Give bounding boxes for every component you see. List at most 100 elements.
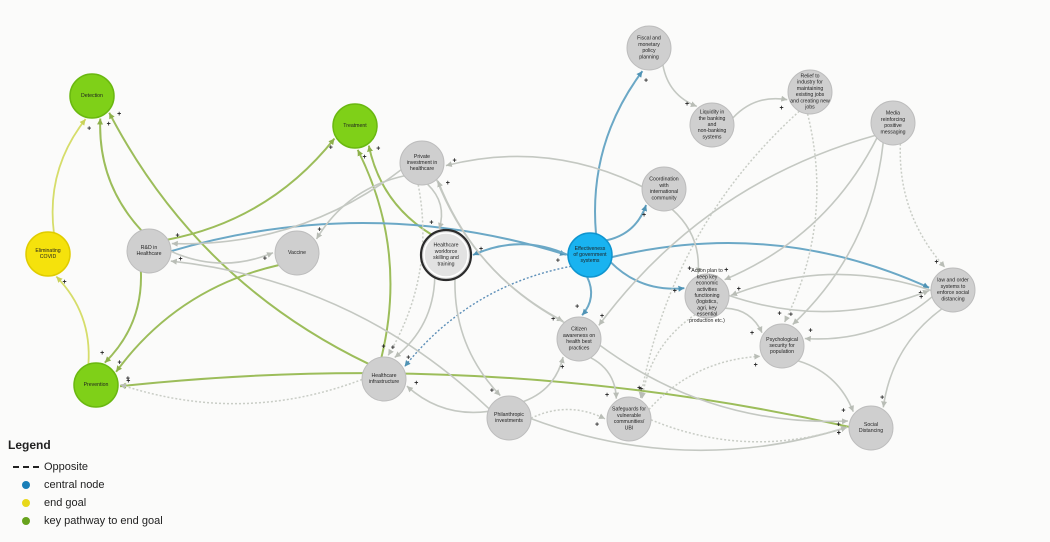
edge-sign-label: + [117, 359, 121, 366]
edge-sign-label: + [880, 394, 884, 401]
node-circle[interactable] [759, 323, 805, 369]
edge-citizen-to-private [437, 180, 565, 324]
node-circle[interactable] [399, 140, 445, 186]
node-detection[interactable]: Detection [69, 73, 115, 119]
node-circle[interactable] [25, 231, 71, 277]
edge-media-to-psych [792, 142, 884, 326]
node-circle[interactable] [486, 395, 532, 441]
edge-eliminating-to-detection [51, 118, 87, 233]
node-vaccine[interactable]: Vaccine [274, 230, 320, 276]
edge-sign-label: + [934, 259, 938, 266]
edge-sign-label: + [63, 279, 67, 286]
edge-sign-label: + [560, 364, 564, 371]
edge-sign-label: + [363, 154, 367, 161]
node-circle[interactable] [930, 267, 976, 313]
edge-action-to-law [728, 289, 930, 313]
edge-sign-label: + [673, 288, 677, 295]
node-circle[interactable] [641, 166, 687, 212]
edge-sign-label: + [551, 316, 555, 323]
edge-philanthropic-to-infra [406, 385, 489, 414]
node-circle[interactable] [848, 405, 894, 451]
edge-sign-label: + [575, 304, 579, 311]
node-circle[interactable] [606, 396, 652, 442]
edge-law-to-action [730, 273, 932, 297]
edge-sign-label: + [837, 430, 841, 437]
edge-sign-label: + [126, 375, 130, 382]
node-circle[interactable] [684, 273, 730, 319]
edge-media-to-law [899, 143, 946, 268]
edge-psych-to-social [797, 360, 855, 412]
node-circle[interactable] [73, 362, 119, 408]
edge-law-to-psych [804, 296, 933, 342]
edge-vaccine-to-prevention [115, 264, 279, 373]
edge-law-to-social [881, 308, 943, 408]
edge-philanthropic-to-social [530, 417, 848, 452]
edge-sign-label: + [600, 313, 604, 320]
node-circle[interactable] [274, 230, 320, 276]
edge-rnd-to-detection [97, 118, 143, 232]
edge-citizen-to-social [599, 344, 849, 425]
edge-coordination-to-private [445, 155, 643, 188]
edge-effectiveness-to-infra [404, 265, 572, 368]
edge-sign-label: + [789, 312, 793, 319]
edge-sign-label: + [376, 146, 380, 153]
node-prevention[interactable]: Prevention [73, 362, 119, 408]
edge-sign-label: + [176, 233, 180, 240]
edge-effectiveness-to-action [610, 261, 685, 292]
node-circle[interactable] [689, 102, 735, 148]
node-circle[interactable] [361, 356, 407, 402]
legend-item-central-node: central node [8, 476, 208, 494]
node-circle[interactable] [69, 73, 115, 119]
node-circle[interactable] [567, 232, 613, 278]
edge-sign-label: + [329, 145, 333, 152]
edge-sign-label: + [317, 226, 321, 233]
node-inner-ring [423, 232, 469, 278]
edge-infra-to-detection [108, 112, 369, 365]
edge-workforce-to-infra [394, 277, 436, 359]
edge-sign-label: + [605, 392, 609, 399]
node-circle[interactable] [332, 103, 378, 149]
legend-title: Legend [8, 438, 51, 452]
node-circle[interactable] [870, 100, 916, 146]
node-circle[interactable] [787, 69, 833, 115]
edge-sign-label: + [107, 121, 111, 128]
edge-sign-label: + [754, 362, 758, 369]
node-treatment[interactable]: Treatment [332, 103, 378, 149]
node-label: Treatment [343, 123, 367, 129]
edge-rnd-to-effectiveness [170, 221, 567, 256]
edge-media-to-action [724, 137, 878, 281]
edge-social-to-prevention [119, 372, 850, 428]
node-circle[interactable] [126, 228, 172, 274]
edge-sign-label: + [490, 387, 494, 394]
edge-private-to-infra [387, 184, 424, 356]
edge-coordination-to-action [671, 208, 702, 274]
edge-relief-to-psych [783, 113, 818, 323]
edge-sign-label: + [837, 430, 841, 437]
edge-sign-label: + [642, 212, 646, 219]
node-circle[interactable] [556, 316, 602, 362]
node-circle[interactable] [626, 25, 672, 71]
